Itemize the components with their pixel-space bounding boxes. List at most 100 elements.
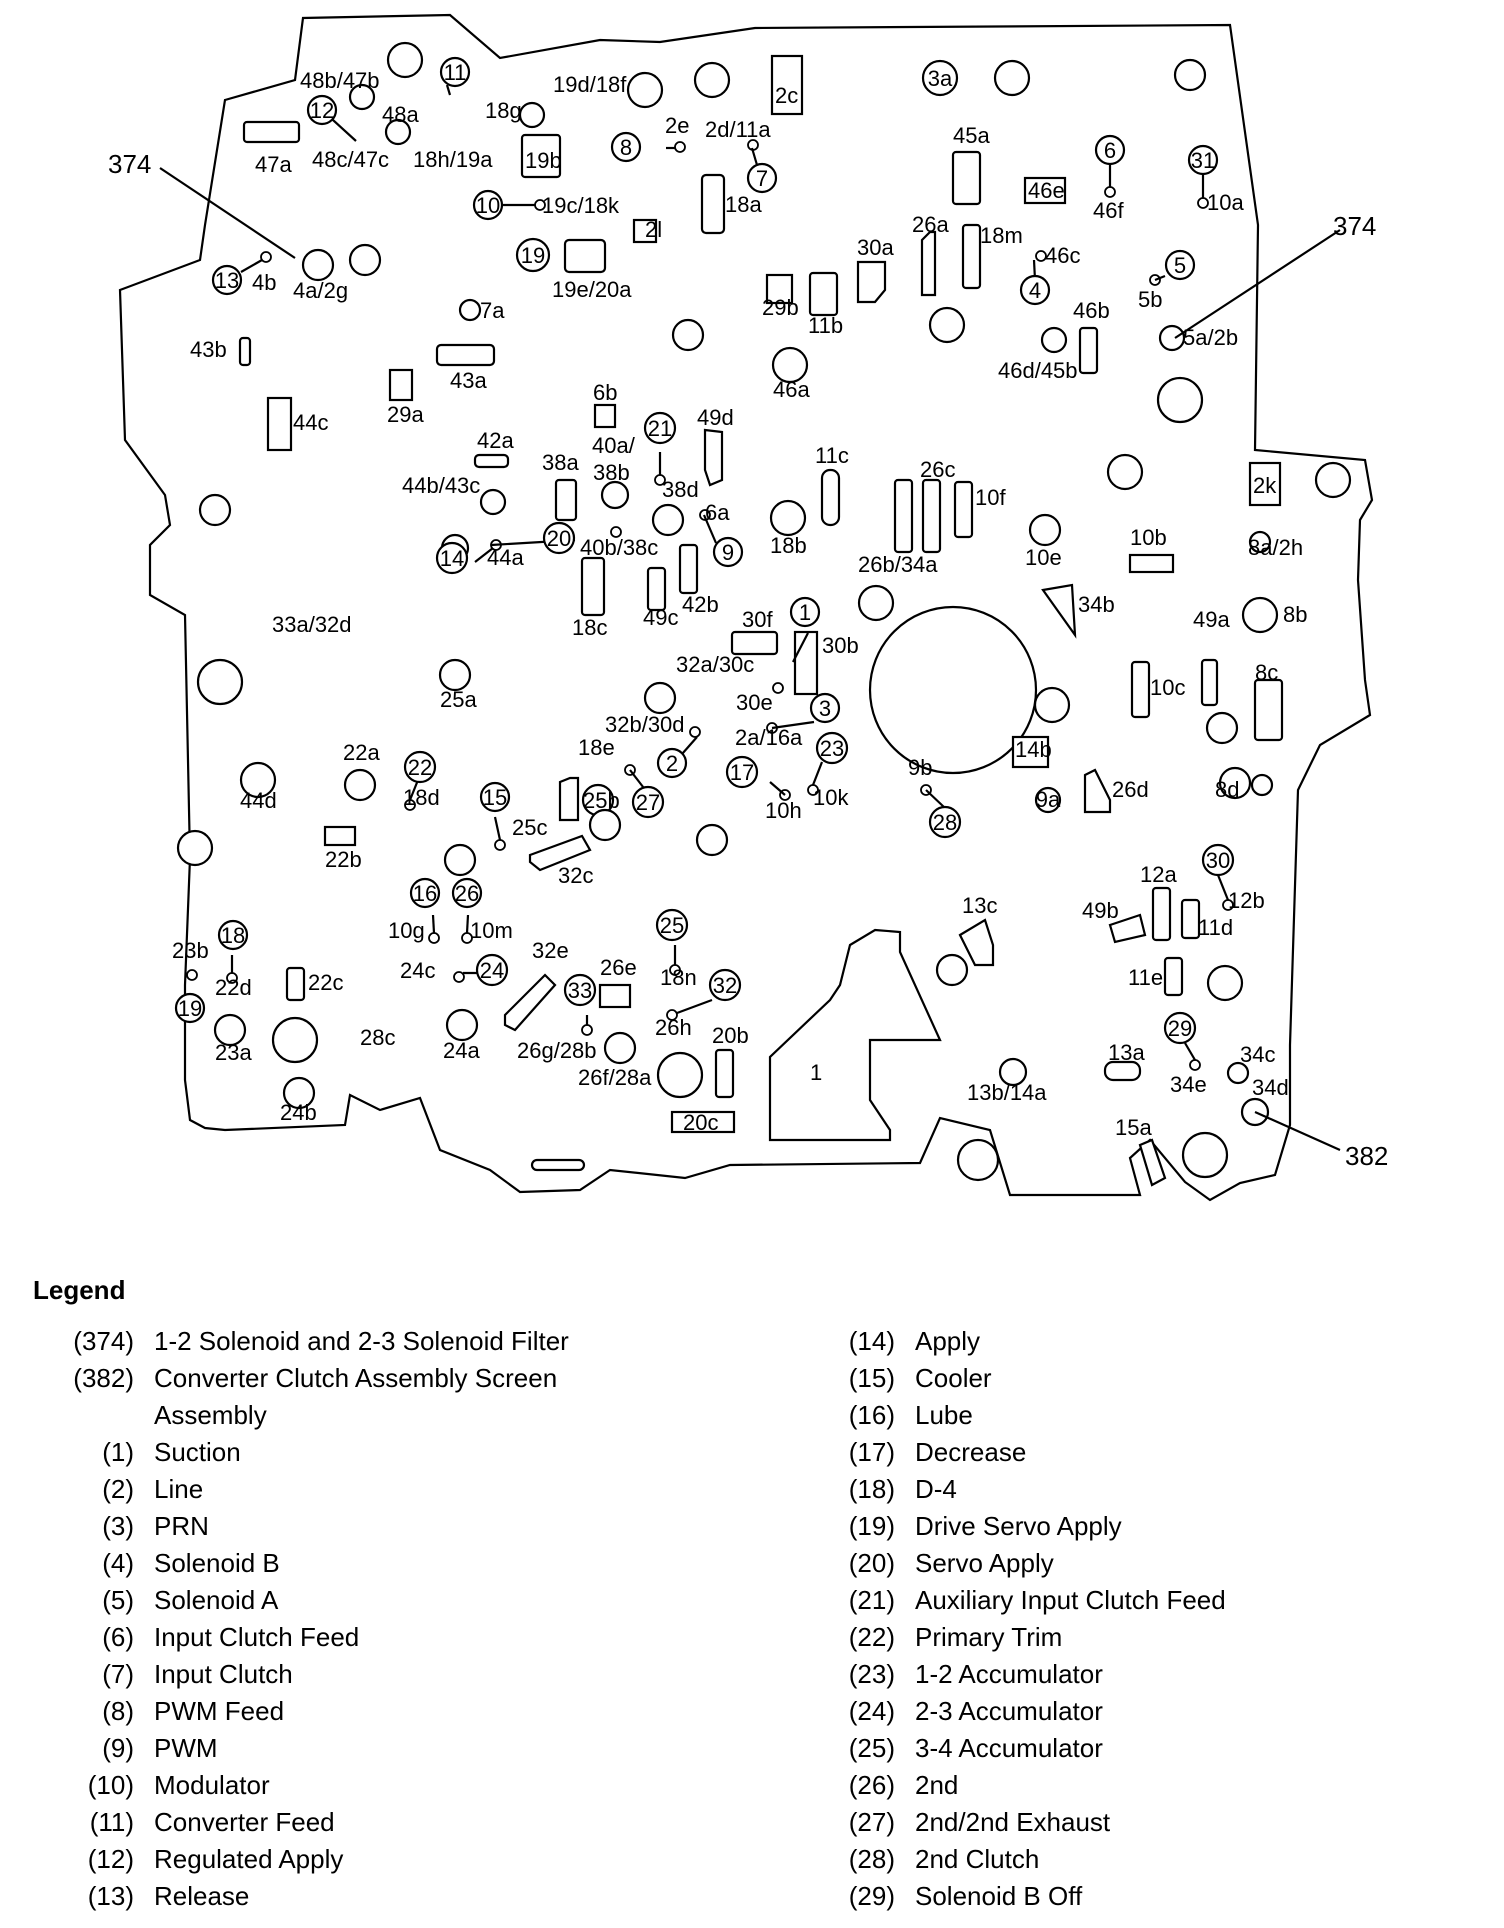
circled-markers: 11 12 13 10 19 8 7 3a 6 31 4 5 21 20 14 … bbox=[174, 56, 1235, 1045]
passage-label: 40a/ bbox=[592, 433, 636, 458]
marker-32: 32 bbox=[713, 973, 737, 998]
legend-item-text: PRN bbox=[154, 1511, 209, 1541]
legend-item-text: Converter Clutch Assembly Screen Assembl… bbox=[154, 1363, 558, 1430]
legend-item: (25)3-4 Accumulator bbox=[800, 1730, 1435, 1767]
legend-item-number: (2) bbox=[102, 1474, 134, 1504]
passage-label: 10g bbox=[388, 918, 425, 943]
passage-label: 18g bbox=[485, 98, 522, 123]
legend-item-number: (7) bbox=[102, 1659, 134, 1689]
marker-20: 20 bbox=[547, 526, 571, 551]
passage-label: 18d bbox=[403, 785, 440, 810]
passage-label: 23b bbox=[172, 938, 209, 963]
legend-item-text: Lube bbox=[915, 1400, 973, 1430]
legend-item-number: (382) bbox=[73, 1363, 134, 1393]
legend-item-text: PWM Feed bbox=[154, 1696, 285, 1726]
passage-label: 38a bbox=[542, 450, 579, 475]
marker-18: 18 bbox=[221, 923, 245, 948]
legend-item-number: (19) bbox=[848, 1511, 895, 1541]
marker-22: 22 bbox=[408, 755, 432, 780]
marker-19b: 19 bbox=[178, 996, 202, 1021]
passage-label: 11b bbox=[808, 313, 843, 338]
passage-labels: 48b/47b 48a 18g 19d/18f 2c 47a 48c/47c 1… bbox=[172, 68, 1307, 1140]
legend-item-text: Cooler bbox=[915, 1363, 992, 1393]
marker-9: 9 bbox=[722, 540, 734, 565]
legend-item-number: (27) bbox=[848, 1807, 895, 1837]
marker-31: 31 bbox=[1191, 148, 1215, 173]
legend-item-text: Converter Feed bbox=[154, 1807, 335, 1837]
passage-label: 44d bbox=[240, 788, 277, 813]
passage-label: 25b bbox=[583, 788, 620, 813]
marker-5: 5 bbox=[1174, 253, 1186, 278]
marker-3a: 3a bbox=[928, 66, 953, 91]
passage-label: 6b bbox=[593, 380, 617, 405]
passage-label: 46e bbox=[1028, 178, 1065, 203]
legend-item-number: (21) bbox=[848, 1585, 895, 1615]
passage-label: 12b bbox=[1228, 888, 1265, 913]
passage-label: 25c bbox=[512, 815, 547, 840]
passage-label: 22b bbox=[325, 847, 362, 872]
marker-27: 27 bbox=[636, 790, 660, 815]
passage-label: 2k bbox=[1253, 473, 1277, 498]
legend-item-number: (29) bbox=[848, 1881, 895, 1911]
legend-item-text: Input Clutch Feed bbox=[154, 1622, 360, 1652]
legend-item-number: (13) bbox=[87, 1881, 134, 1911]
marker-13: 13 bbox=[215, 268, 239, 293]
legend-item-number: (20) bbox=[848, 1548, 895, 1578]
passage-label: 10k bbox=[813, 785, 849, 810]
center-bore bbox=[868, 605, 1038, 775]
marker-29: 29 bbox=[1168, 1016, 1192, 1041]
passage-label: 26b/34a bbox=[858, 552, 938, 577]
legend-item-text: Primary Trim bbox=[915, 1622, 1063, 1652]
marker-19: 19 bbox=[521, 243, 545, 268]
passage-label: 4b bbox=[252, 270, 276, 295]
passage-label: 18a bbox=[725, 192, 762, 217]
valve-body-plate-outline bbox=[118, 13, 1374, 1202]
passage-label: 18b bbox=[770, 533, 807, 558]
legend-item: (382) Converter Clutch Assembly Screen As… bbox=[60, 1360, 624, 1434]
passage-label: 11c bbox=[815, 443, 849, 468]
passage-label: 30e bbox=[736, 690, 773, 715]
passage-label: 46d/45b bbox=[998, 358, 1078, 383]
passage-label: 19d/18f bbox=[553, 72, 627, 97]
legend-item: (5)Solenoid A bbox=[60, 1582, 624, 1619]
passage-label: 43b bbox=[190, 337, 227, 362]
passage-label: 8a/2h bbox=[1248, 535, 1303, 560]
passage-label: 19b bbox=[525, 148, 562, 173]
legend-item: (20)Servo Apply bbox=[800, 1545, 1435, 1582]
passage-label: 2a/16a bbox=[735, 725, 803, 750]
legend-item-text: 2nd Clutch bbox=[915, 1844, 1040, 1874]
passage-label: 26g/28b bbox=[517, 1038, 597, 1063]
passage-label: 1 bbox=[810, 1060, 822, 1085]
legend-item-number: (22) bbox=[848, 1622, 895, 1652]
passage-label: 15a bbox=[1115, 1115, 1152, 1140]
legend-item: (14)Apply bbox=[800, 1323, 1435, 1360]
marker-3: 3 bbox=[819, 696, 831, 721]
marker-15: 15 bbox=[483, 785, 507, 810]
passage-label: 10b bbox=[1130, 525, 1167, 550]
passage-label: 43a bbox=[450, 368, 487, 393]
passage-label: 13b/14a bbox=[967, 1080, 1047, 1105]
passage-label: 7a bbox=[480, 298, 505, 323]
passage-label: 24b bbox=[280, 1100, 317, 1125]
passage-label: 28c bbox=[360, 1025, 395, 1050]
passage-label: 48b/47b bbox=[300, 68, 380, 93]
passage-label: 32a/30c bbox=[676, 652, 754, 677]
passage-label: 26a bbox=[912, 212, 949, 237]
passage-label: 8b bbox=[1283, 602, 1307, 627]
callout-374-left: 374 bbox=[108, 149, 151, 179]
bottom-slot bbox=[530, 1158, 586, 1172]
passage-label: 22d bbox=[215, 975, 252, 1000]
legend-item-text: Apply bbox=[915, 1326, 981, 1356]
passage-label: 13c bbox=[962, 893, 997, 918]
marker-2: 2 bbox=[666, 751, 678, 776]
marker-16: 16 bbox=[413, 881, 437, 906]
legend-item-text: 1-2 Solenoid and 2-3 Solenoid Filter bbox=[154, 1326, 569, 1356]
legend-item-number: (6) bbox=[102, 1622, 134, 1652]
passage-label: 48a bbox=[382, 102, 419, 127]
passage-label: 38d bbox=[662, 477, 699, 502]
marker-4: 4 bbox=[1029, 278, 1041, 303]
legend-item: (19)Drive Servo Apply bbox=[800, 1508, 1435, 1545]
legend-item: (21)Auxiliary Input Clutch Feed bbox=[800, 1582, 1435, 1619]
passage-label: 11d bbox=[1198, 915, 1233, 940]
passage-label: 32c bbox=[558, 863, 593, 888]
